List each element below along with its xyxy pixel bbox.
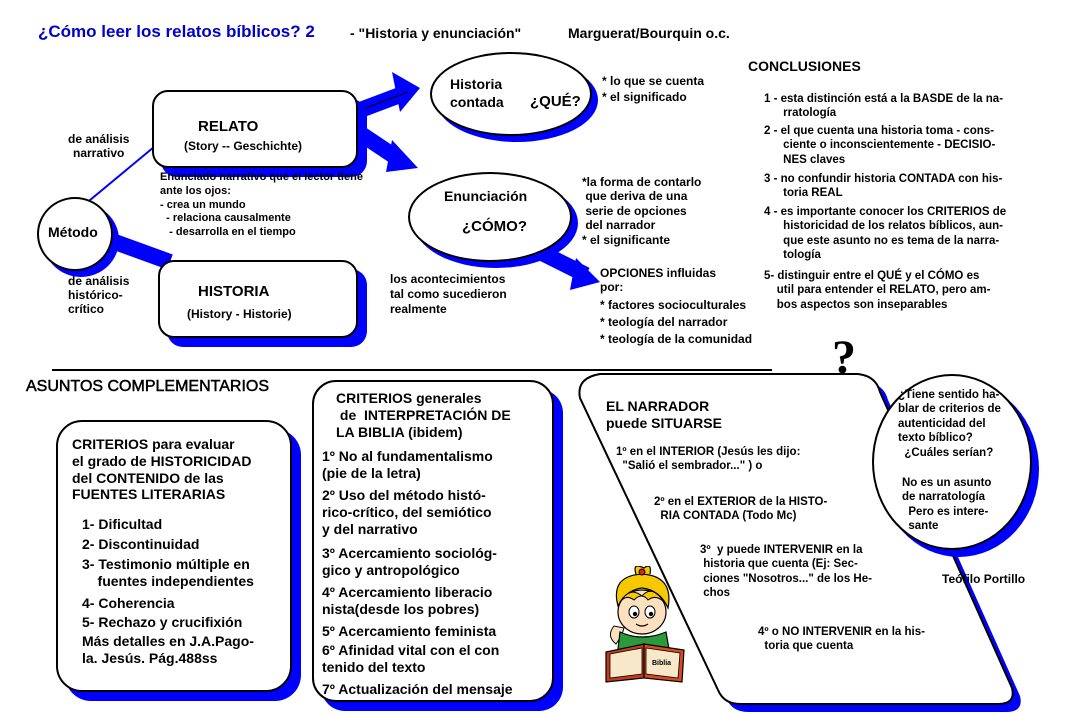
narrador-point: 2º en el EXTERIOR de la HISTO- RIA CONTA…	[654, 495, 827, 524]
girl-reading-illustration: Biblia	[596, 566, 694, 686]
book-label: Biblia	[652, 660, 671, 667]
narrador-title: EL NARRADOR puede SITUARSE	[606, 398, 722, 432]
author-signature: Teófilo Portillo	[942, 572, 1025, 586]
narrador-point: 4º o NO INTERVENIR en la his- toria que …	[758, 625, 925, 654]
narrador-point: 1º en el INTERIOR (Jesús les dijo: "Sali…	[616, 445, 800, 474]
narrador-point: 3º y puede INTERVENIR en la historia que…	[700, 543, 872, 601]
autenticidad-question: ¿Tiene sentido ha- blar de criterios de …	[898, 388, 1001, 460]
autenticidad-answer: No es un asunto de narratología Pero es …	[902, 476, 991, 534]
